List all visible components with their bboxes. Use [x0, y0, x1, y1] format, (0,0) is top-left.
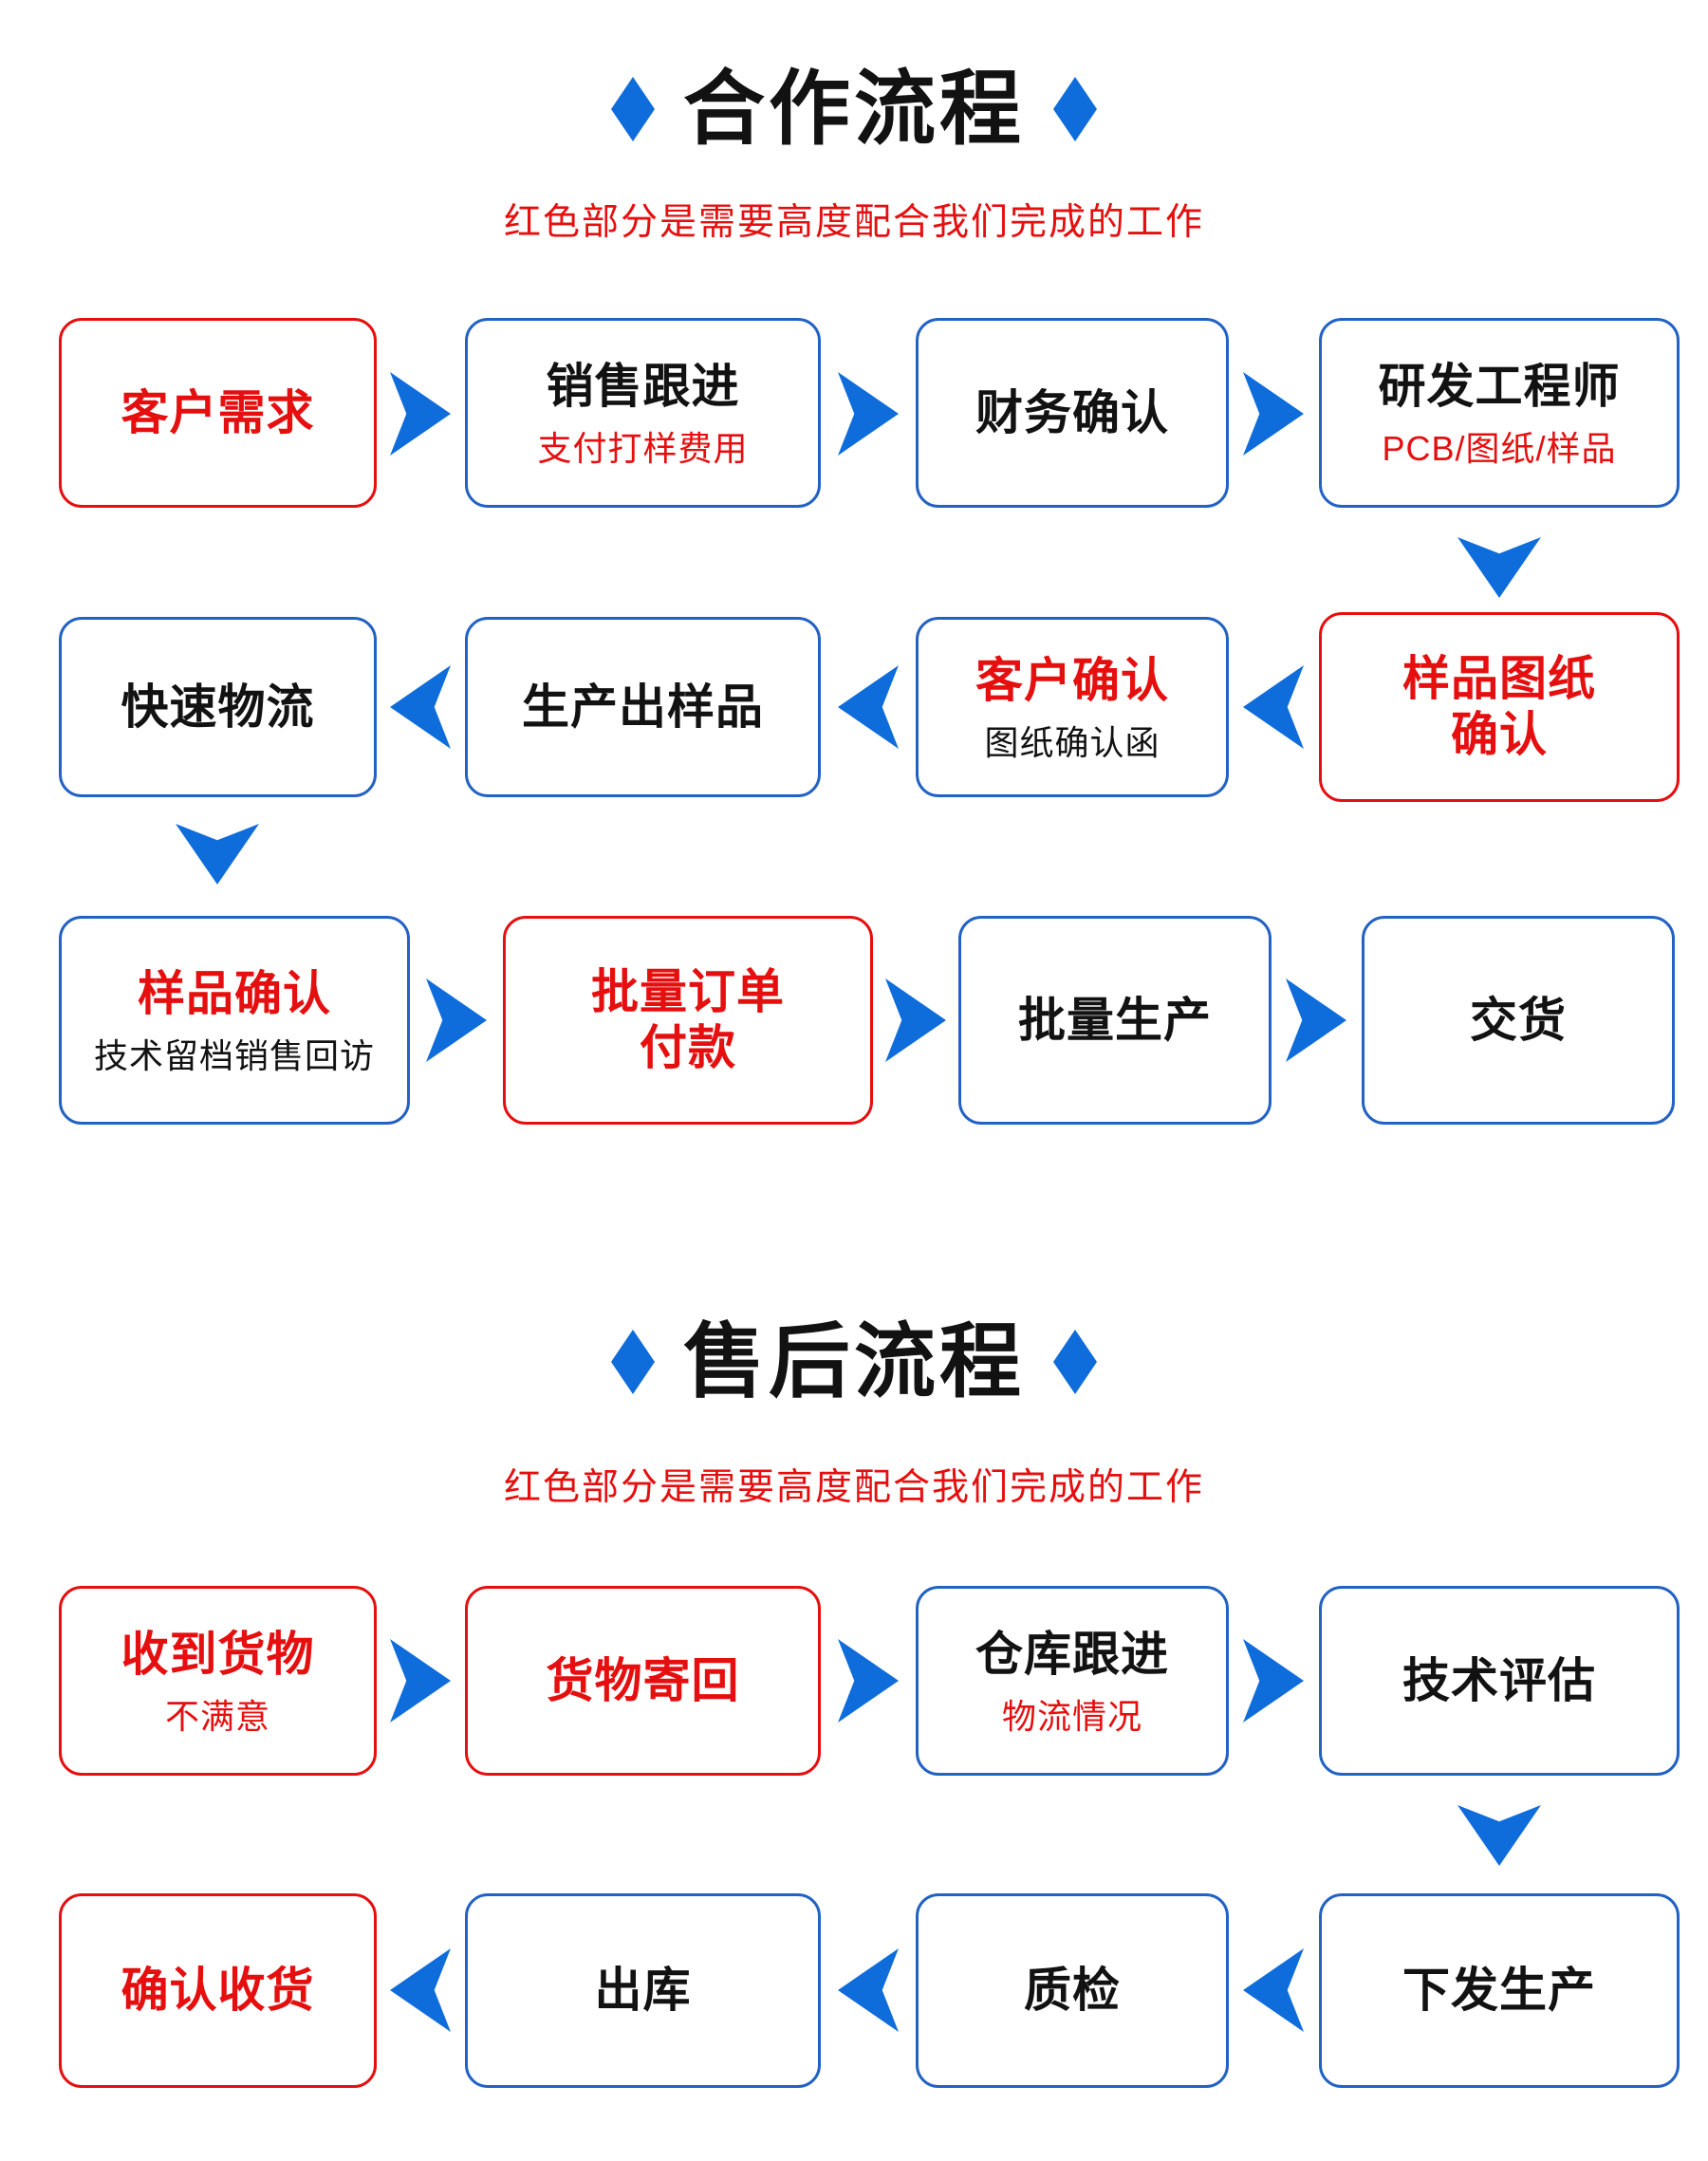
- box-subtitle: PCB/图纸/样品: [1382, 428, 1617, 468]
- flow1-box-sales-follow-up: 销售跟进 支付打样费用: [465, 318, 821, 508]
- box-title: 客户需求: [121, 385, 315, 439]
- arrow-right-icon: [390, 372, 451, 456]
- diamond-icon: [1053, 1330, 1097, 1394]
- arrow-left-icon: [838, 665, 899, 749]
- box-subtitle: 图纸确认函: [984, 722, 1160, 762]
- box-title: 生产出样品: [522, 680, 764, 734]
- arrow-left-icon: [390, 1948, 451, 2032]
- flow1-box-sample-drawing-confirm: 样品图纸 确认: [1319, 612, 1680, 802]
- arrow-right-icon: [390, 1639, 451, 1723]
- box-title: 确认收货: [121, 1964, 315, 2017]
- flow2-box-goods-return: 货物寄回: [465, 1586, 821, 1776]
- flow1-box-bulk-order-payment: 批量订单 付款: [503, 916, 873, 1125]
- flow2-box-quality-inspection: 质检: [916, 1893, 1229, 2088]
- box-subtitle: 不满意: [164, 1696, 270, 1736]
- diamond-icon: [611, 1330, 655, 1394]
- section1-title-text: 合作流程: [683, 64, 1025, 155]
- box-title: 货物寄回: [546, 1653, 740, 1707]
- box-title: 收到货物: [121, 1627, 315, 1681]
- arrow-left-icon: [1243, 665, 1304, 749]
- box-subtitle: 物流情况: [1001, 1696, 1142, 1736]
- flow1-box-produce-sample: 生产出样品: [465, 617, 821, 797]
- box-title: 批量订单 付款: [591, 965, 785, 1074]
- arrow-right-icon: [885, 978, 946, 1062]
- box-subtitle: 支付打样费用: [537, 428, 749, 468]
- arrow-right-icon: [1243, 1639, 1304, 1723]
- flow1-box-customer-confirm: 客户确认 图纸确认函: [916, 617, 1229, 797]
- diamond-icon: [611, 77, 655, 141]
- box-title: 客户确认: [975, 653, 1169, 707]
- box-title: 出库: [594, 1964, 692, 2017]
- flow1-box-fast-logistics: 快速物流: [59, 617, 377, 797]
- arrow-right-icon: [1286, 978, 1346, 1062]
- box-title: 技术评估: [1402, 1653, 1596, 1707]
- box-title: 快速物流: [121, 680, 315, 734]
- arrow-right-icon: [838, 1639, 899, 1723]
- flow1-box-customer-demand: 客户需求: [59, 318, 377, 508]
- flow2-box-warehouse-follow-up: 仓库跟进 物流情况: [916, 1586, 1229, 1776]
- box-title: 交货: [1470, 993, 1567, 1047]
- arrow-left-icon: [838, 1948, 899, 2032]
- flow2-box-issue-production: 下发生产: [1319, 1893, 1680, 2088]
- section1-subtitle: 红色部分是需要高度配合我们完成的工作: [503, 202, 1204, 243]
- box-title: 研发工程师: [1378, 359, 1621, 413]
- box-title: 财务确认: [975, 385, 1169, 439]
- arrow-down-icon: [1457, 1805, 1541, 1866]
- flow1-box-bulk-production: 批量生产: [958, 916, 1272, 1125]
- box-title: 样品确认: [138, 966, 331, 1020]
- arrow-right-icon: [1243, 372, 1304, 456]
- box-title: 样品图纸 确认: [1402, 652, 1596, 761]
- arrow-right-icon: [838, 372, 899, 456]
- flow2-box-technical-evaluation: 技术评估: [1319, 1586, 1680, 1776]
- flow2-box-out-of-warehouse: 出库: [465, 1893, 821, 2088]
- box-subtitle: 技术留档销售回访: [93, 1035, 375, 1075]
- flow1-box-delivery: 交货: [1362, 916, 1675, 1125]
- arrow-down-icon: [1457, 537, 1541, 598]
- section2-subtitle: 红色部分是需要高度配合我们完成的工作: [503, 1467, 1204, 1508]
- flow2-box-confirm-receipt: 确认收货: [59, 1893, 377, 2088]
- box-title: 质检: [1024, 1964, 1121, 2017]
- arrow-right-icon: [426, 978, 487, 1062]
- flow1-box-rd-engineer: 研发工程师 PCB/图纸/样品: [1319, 318, 1680, 508]
- box-title: 销售跟进: [546, 359, 740, 413]
- arrow-left-icon: [390, 665, 451, 749]
- arrow-down-icon: [176, 824, 259, 885]
- box-title: 仓库跟进: [975, 1627, 1169, 1681]
- flow1-box-finance-confirm: 财务确认: [916, 318, 1229, 508]
- section1-title: 合作流程: [0, 68, 1708, 150]
- arrow-left-icon: [1243, 1948, 1304, 2032]
- section2-title-text: 售后流程: [683, 1316, 1025, 1407]
- flow1-box-sample-confirm: 样品确认 技术留档销售回访: [59, 916, 410, 1125]
- box-title: 批量生产: [1018, 993, 1212, 1047]
- diamond-icon: [1053, 77, 1097, 141]
- section2-title: 售后流程: [0, 1321, 1708, 1403]
- box-title: 下发生产: [1402, 1964, 1596, 2017]
- flow2-box-goods-received: 收到货物 不满意: [59, 1586, 377, 1776]
